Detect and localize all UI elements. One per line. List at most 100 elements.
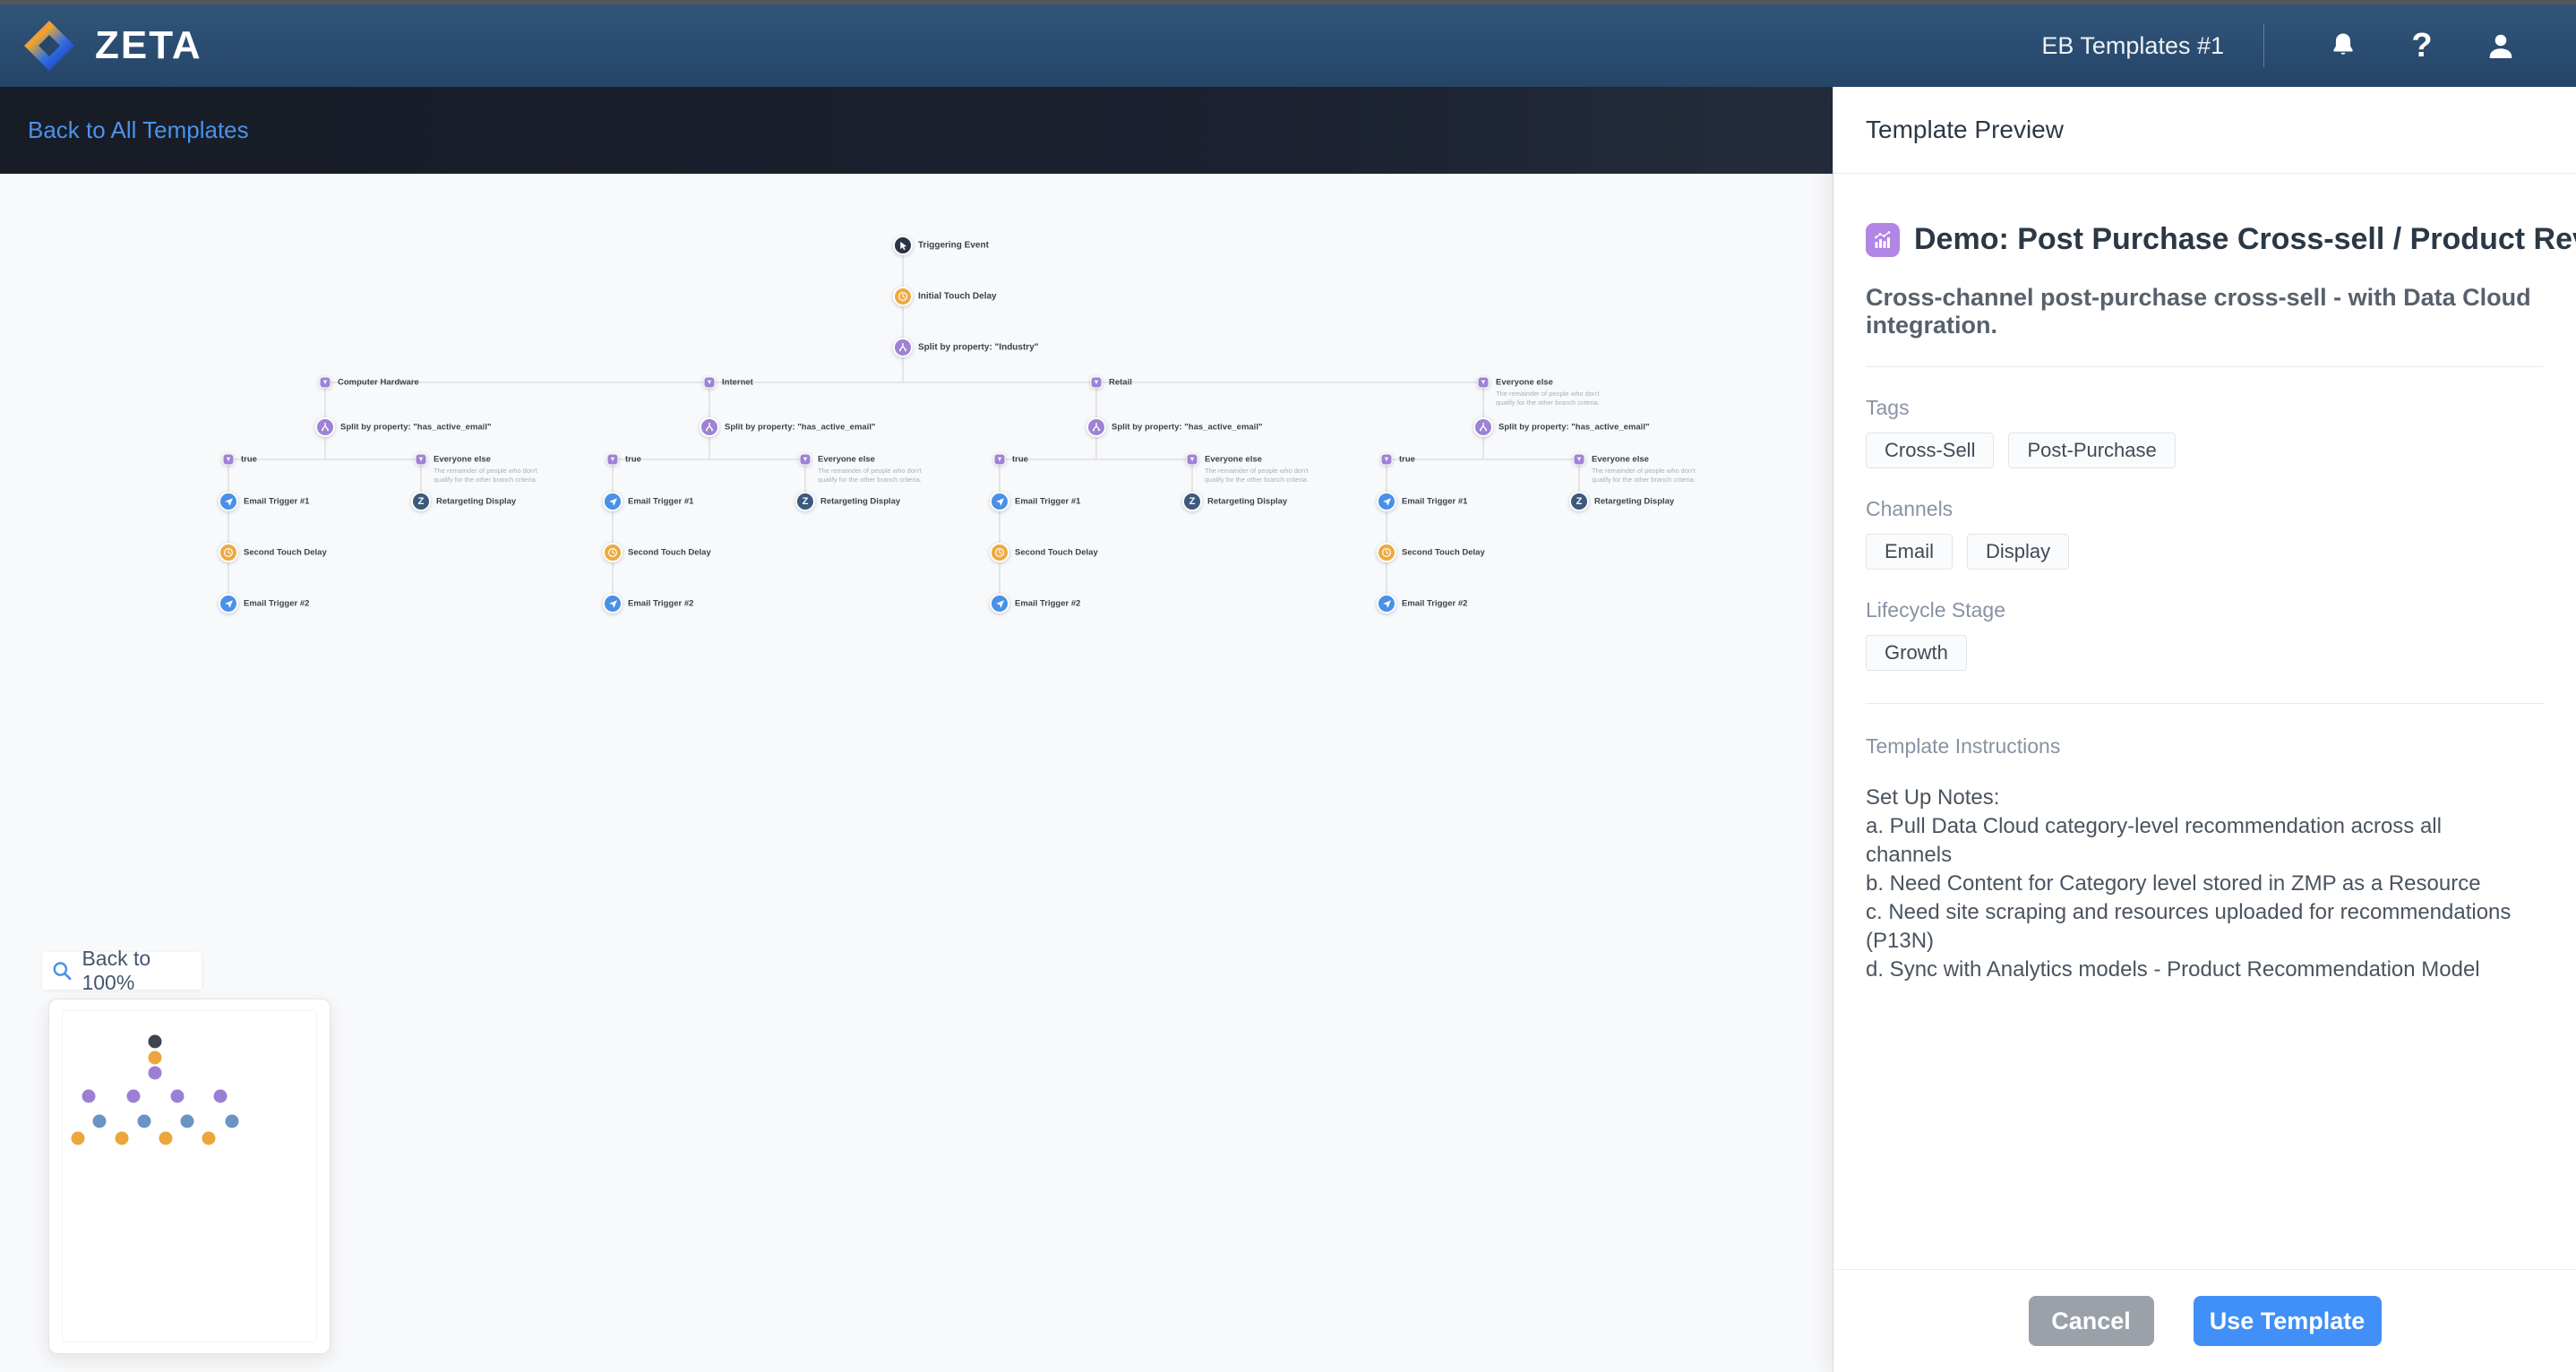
flow-node-label: Everyone else — [1205, 454, 1262, 465]
flow-node-email[interactable] — [219, 492, 238, 511]
flow-node-label: Everyone else — [1496, 377, 1553, 388]
flow-node-label: Everyone else — [1592, 454, 1649, 465]
flow-node-split[interactable] — [1086, 417, 1106, 437]
flow-node-email[interactable] — [990, 492, 1009, 511]
flow-connector — [420, 459, 422, 502]
flow-node-branch[interactable] — [703, 376, 716, 389]
back-to-100-button[interactable]: Back to 100% — [42, 947, 202, 994]
flow-node-label: Email Trigger #1 — [628, 496, 694, 507]
flow-node-branch[interactable] — [222, 453, 235, 466]
flow-node-display[interactable]: Z — [1569, 492, 1589, 511]
sub-navbar: Back to All Templates — [0, 87, 1833, 174]
instruction-line: Set Up Notes: — [1866, 785, 2000, 810]
minimap-node-dot — [148, 1050, 162, 1065]
flow-node-label: Second Touch Delay — [628, 547, 711, 558]
flow-node-note: The remainder of people who don't qualif… — [434, 467, 537, 484]
flow-node-branch[interactable] — [1477, 376, 1490, 389]
flow-connector — [999, 459, 1000, 604]
flow-node-label: Retargeting Display — [820, 496, 901, 507]
divider — [1866, 366, 2544, 367]
flow-node-label: Retargeting Display — [1594, 496, 1675, 507]
flow-node-branch[interactable] — [1380, 453, 1393, 466]
navbar-divider — [2263, 24, 2264, 67]
minimap-node-dot — [148, 1034, 162, 1049]
flow-node-delay[interactable] — [219, 543, 238, 562]
flow-node-split[interactable] — [700, 417, 719, 437]
flow-node-branch[interactable] — [1573, 453, 1585, 466]
bar-chart-icon — [1866, 222, 1900, 257]
flow-node-branch[interactable] — [1090, 376, 1103, 389]
flow-node-note: The remainder of people who don't qualif… — [1496, 390, 1600, 407]
flow-node-branch[interactable] — [799, 453, 811, 466]
flow-connector — [804, 459, 806, 502]
flow-node-label: Split by property: "Industry" — [918, 342, 1039, 353]
flow-node-email[interactable] — [603, 594, 623, 613]
flow-node-split[interactable] — [893, 338, 913, 357]
minimap-node-dot — [137, 1114, 151, 1128]
flow-node-split[interactable] — [1473, 417, 1493, 437]
section-label-tags: Tags — [1866, 396, 1910, 419]
flow-node-split[interactable] — [315, 417, 335, 437]
flow-node-label: Email Trigger #2 — [1015, 598, 1081, 609]
flow-node-email[interactable] — [990, 594, 1009, 613]
flow-node-label: Split by property: "has_active_email" — [725, 422, 876, 433]
flow-node-branch[interactable] — [1186, 453, 1198, 466]
flow-node-delay[interactable] — [893, 287, 913, 306]
flow-node-trigger[interactable] — [893, 236, 913, 255]
window-top-strip — [0, 0, 2576, 4]
instruction-line: c. Need site scraping and resources uplo… — [1866, 900, 2512, 953]
minimap-node-dot — [126, 1089, 141, 1103]
flow-node-display[interactable]: Z — [411, 492, 431, 511]
use-template-button[interactable]: Use Template — [2193, 1296, 2382, 1346]
flow-node-display[interactable]: Z — [1182, 492, 1202, 511]
minimap-node-dot — [159, 1131, 173, 1145]
top-navbar: ZETA EB Templates #1 ? — [0, 4, 2576, 87]
flow-node-label: Email Trigger #2 — [244, 598, 310, 609]
flow-node-label: true — [625, 454, 641, 465]
flow-connector — [1000, 459, 1192, 460]
flow-connector — [612, 459, 614, 604]
flow-node-email[interactable] — [603, 492, 623, 511]
bell-icon[interactable] — [2304, 4, 2383, 87]
flow-node-label: Split by property: "has_active_email" — [340, 422, 492, 433]
flow-node-label: true — [241, 454, 257, 465]
template-preview-panel: Template Preview Demo: Post Purchase Cro… — [1833, 87, 2576, 1372]
section-label-lifecycle-stage: Lifecycle Stage — [1866, 598, 2005, 622]
minimap-node-dot — [213, 1089, 228, 1103]
flow-connector — [1386, 459, 1387, 604]
flow-node-label: Email Trigger #1 — [244, 496, 310, 507]
flow-node-email[interactable] — [1377, 594, 1396, 613]
flow-node-branch[interactable] — [606, 453, 619, 466]
flow-connector — [325, 382, 1483, 383]
flow-node-label: Everyone else — [434, 454, 491, 465]
flow-node-delay[interactable] — [603, 543, 623, 562]
instruction-line: b. Need Content for Category level store… — [1866, 871, 2481, 896]
zoom-control-label: Back to 100% — [82, 947, 151, 994]
back-to-templates-link[interactable]: Back to All Templates — [28, 116, 249, 143]
flow-node-branch[interactable] — [415, 453, 427, 466]
flow-node-branch[interactable] — [319, 376, 331, 389]
chip: Display — [1967, 534, 2070, 570]
flow-node-branch[interactable] — [993, 453, 1006, 466]
zeta-logo[interactable]: ZETA — [23, 20, 202, 72]
user-icon[interactable] — [2461, 4, 2540, 87]
minimap-node-dot — [170, 1089, 185, 1103]
navbar-icon-group: ? — [2304, 4, 2540, 87]
flow-node-delay[interactable] — [1377, 543, 1396, 562]
chip: Cross-Sell — [1866, 433, 1995, 468]
minimap[interactable] — [48, 999, 331, 1354]
flow-node-email[interactable] — [1377, 492, 1396, 511]
cancel-button[interactable]: Cancel — [2028, 1296, 2154, 1346]
panel-title: Template Preview — [1866, 116, 2064, 143]
flow-connector — [1387, 459, 1579, 460]
flow-node-display[interactable]: Z — [795, 492, 815, 511]
help-icon[interactable]: ? — [2411, 27, 2433, 64]
minimap-node-dot — [115, 1131, 129, 1145]
workspace-selector[interactable]: EB Templates #1 — [2041, 31, 2224, 59]
flow-node-delay[interactable] — [990, 543, 1009, 562]
flow-node-email[interactable] — [219, 594, 238, 613]
